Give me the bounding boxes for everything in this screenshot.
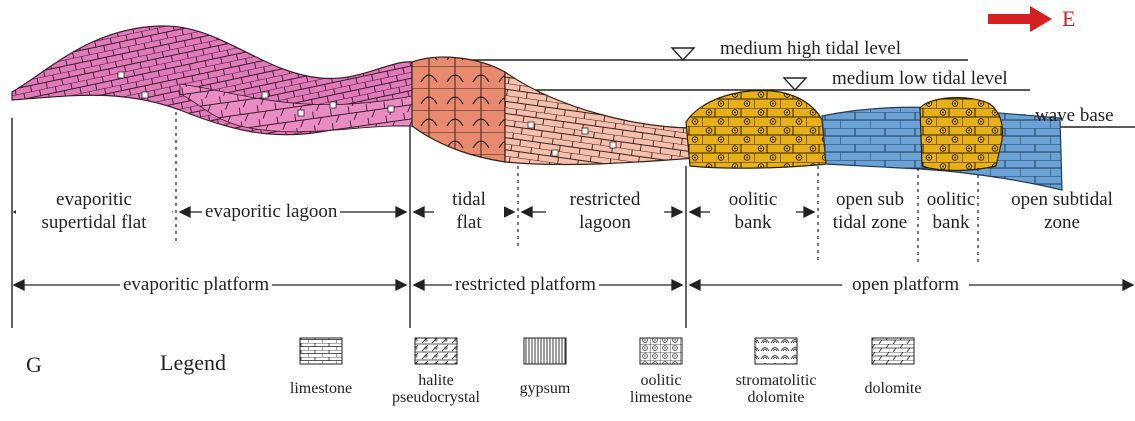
legend-swatch-oolitic (640, 338, 682, 364)
zone-label-evaporitic-lagoon: evaporitic lagoon (202, 200, 340, 223)
zone-label-restricted-lagoon: restricted lagoon (546, 188, 664, 234)
zone-label-tidal-flat: tidal flat (434, 188, 504, 234)
legend-swatch-dolomite (872, 338, 914, 364)
legend-caption-dolomite: dolomite (852, 380, 934, 397)
zone-label-oolitic-bank-2: oolitic bank (918, 188, 984, 234)
water-level-marker-icon (784, 78, 806, 90)
legend-swatch-stromatolitic (755, 338, 797, 364)
restricted-lagoon-body (505, 72, 695, 165)
legend-caption-stromatolitic: stromatolitic dolomite (722, 372, 830, 406)
platform-label-evaporitic: evaporitic platform (120, 273, 272, 296)
panel-label: G (26, 352, 42, 378)
legend-title: Legend (160, 350, 226, 376)
medium-high-tidal-label: medium high tidal level (720, 38, 901, 60)
oolitic-bank-body-1 (686, 91, 826, 169)
legend-caption-oolitic: oolitic limestone (620, 372, 702, 406)
legend-caption-halite: halite pseudocrystal (384, 372, 488, 406)
platform-label-restricted: restricted platform (452, 273, 599, 296)
tidal-flat-body (412, 57, 505, 162)
legend-swatch-halite (415, 338, 457, 364)
legend-swatches (300, 338, 914, 364)
zone-label-open-subtidal-2: open subtidal zone (984, 188, 1135, 234)
legend-caption-limestone: limestone (280, 380, 362, 397)
platform-label-open: open platform (842, 273, 969, 296)
east-arrow (988, 6, 1052, 32)
zone-label-evaporitic-supertidal-flat: evaporitic supertidal flat (16, 188, 172, 234)
wave-base-label: wave base (1035, 105, 1114, 127)
legend-caption-gypsum: gypsum (505, 380, 585, 397)
zone-label-open-subtidal-1: open sub tidal zone (818, 188, 922, 234)
east-label: E (1062, 6, 1075, 32)
medium-low-tidal-label: medium low tidal level (832, 68, 1008, 90)
legend-swatch-limestone (300, 338, 342, 364)
legend-swatch-gypsum (524, 338, 566, 364)
water-level-marker-icon (672, 48, 694, 60)
oolitic-bank-body-2 (920, 98, 1003, 171)
zone-label-oolitic-bank-1: oolitic bank (710, 188, 796, 234)
